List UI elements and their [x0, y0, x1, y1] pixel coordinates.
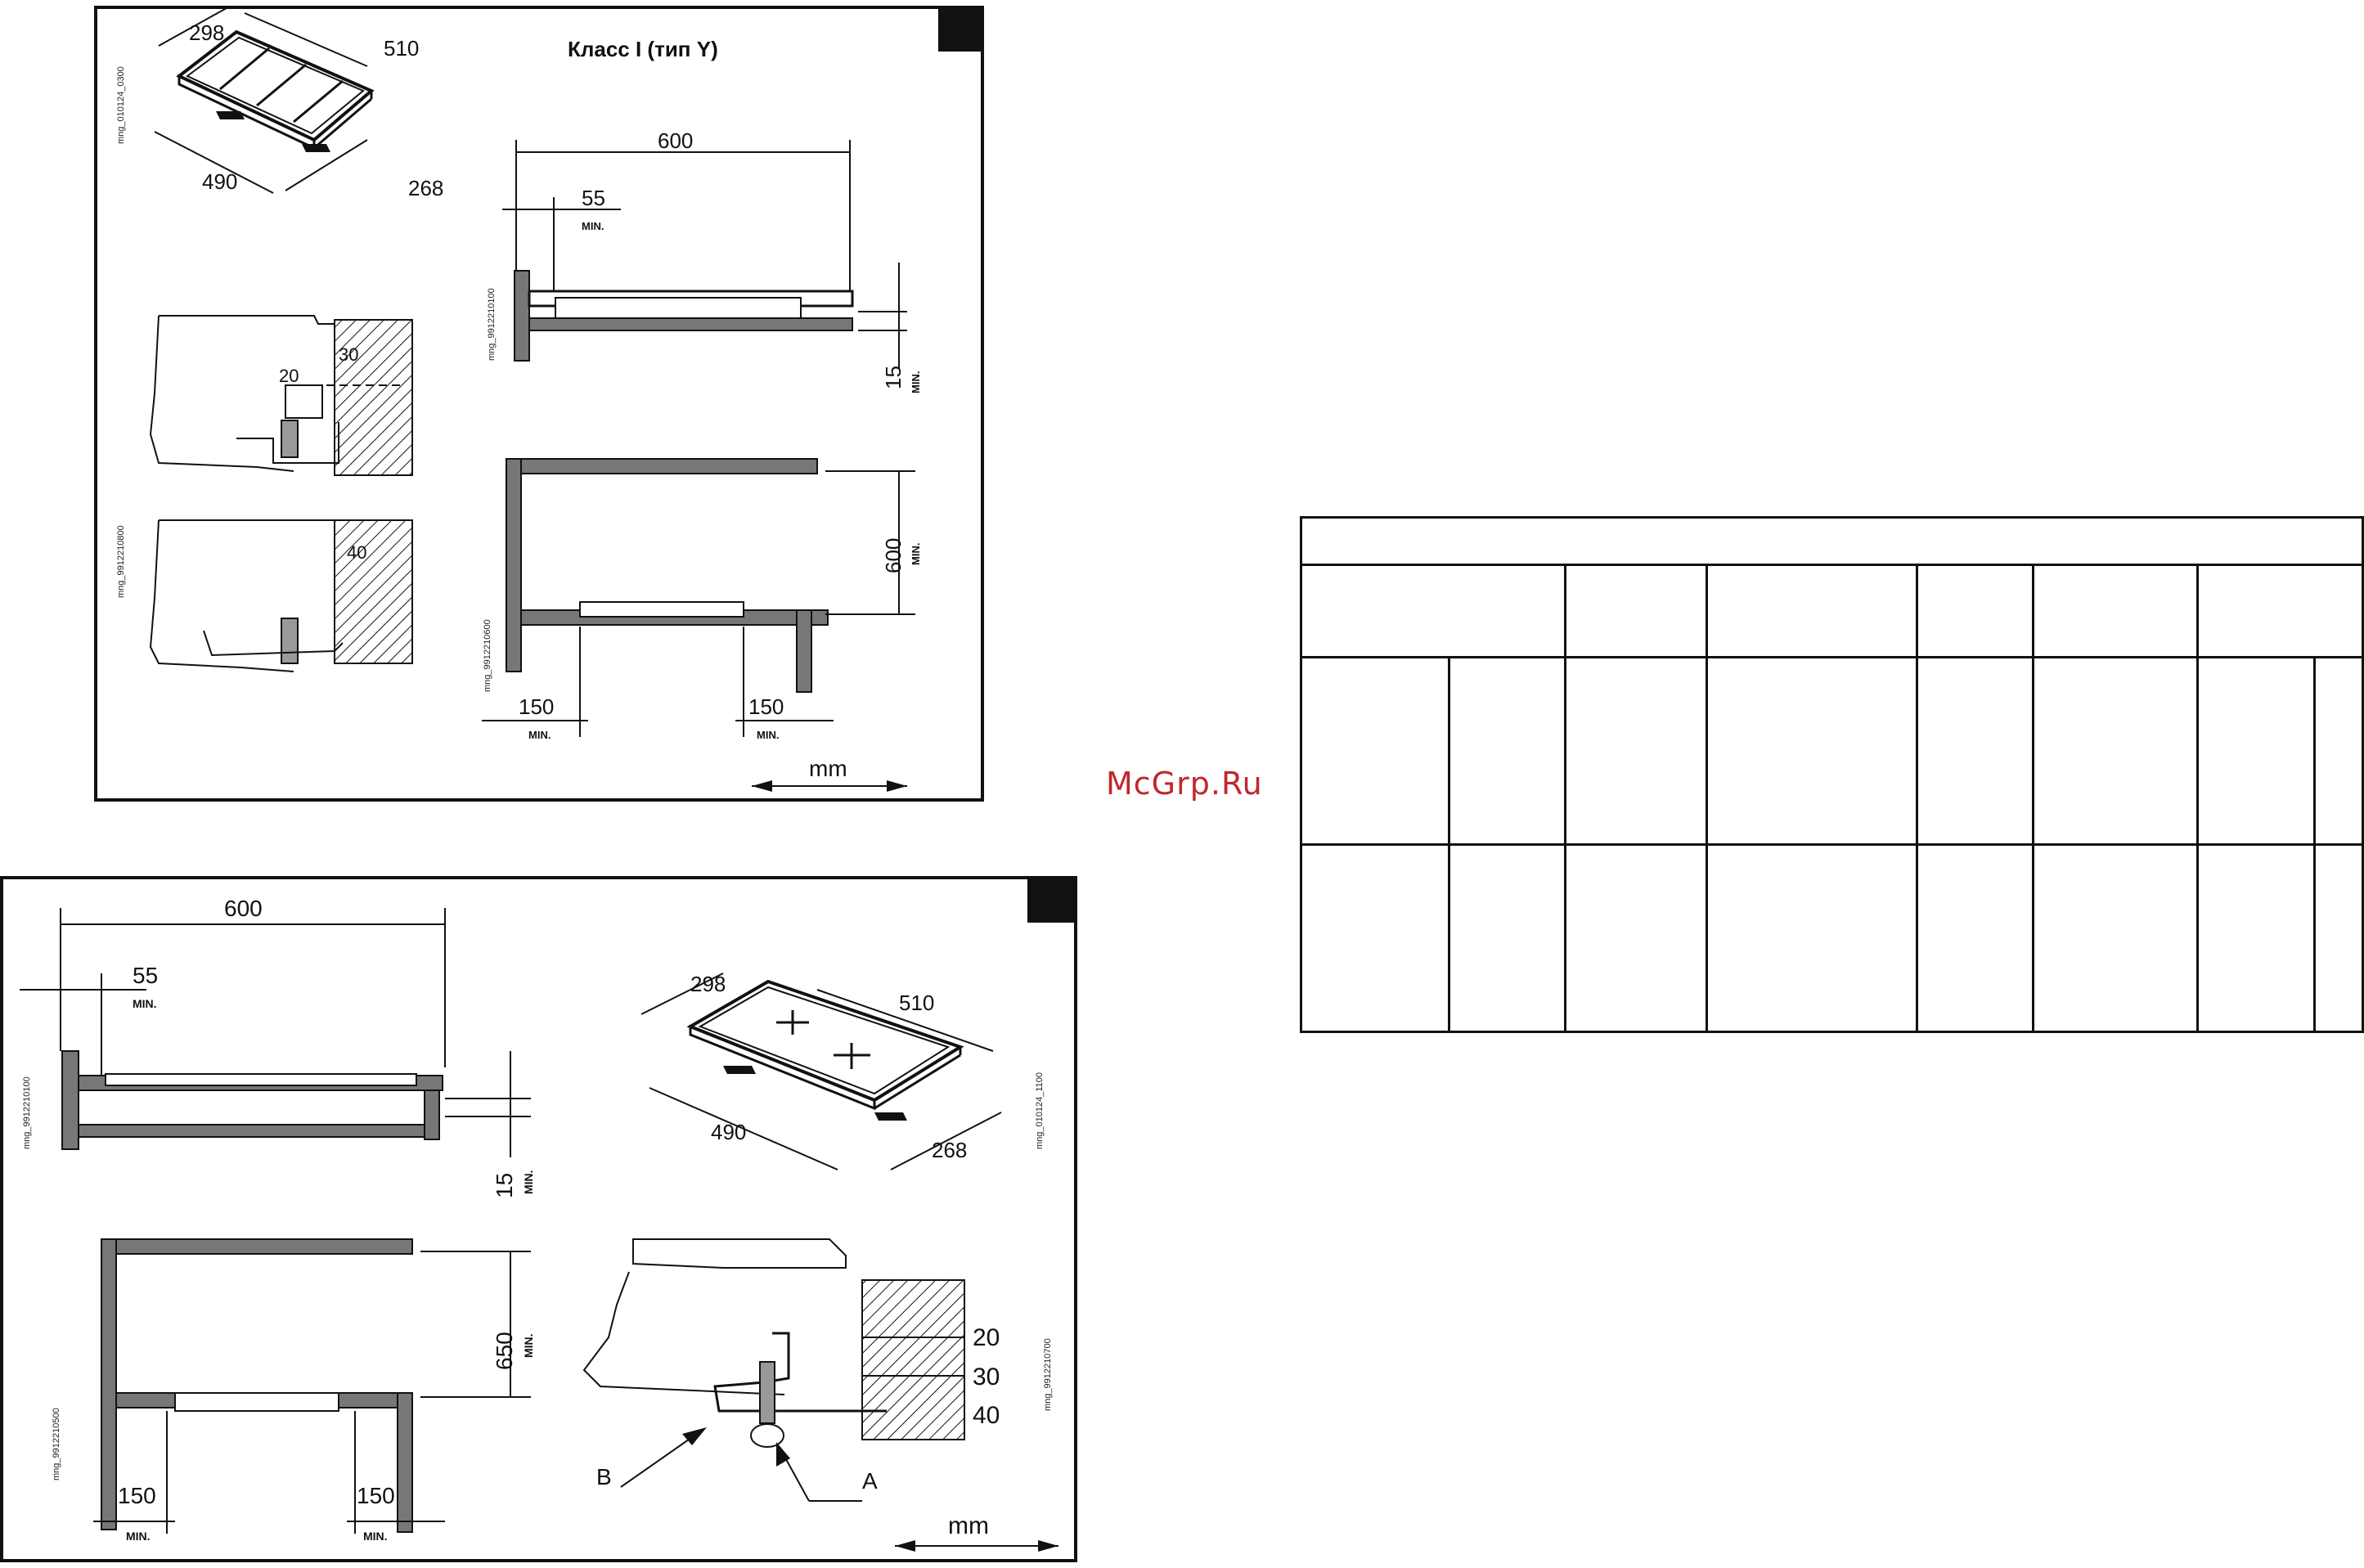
side-clearance-right-150: 150 — [357, 1483, 395, 1508]
table-cell — [1916, 843, 2034, 1033]
under-clearance-min: MIN. — [522, 1170, 535, 1194]
cutout-section: 600 55 MIN. 15 MIN. mng_9912210100 — [487, 128, 922, 393]
empty-data-table — [1300, 516, 2364, 1033]
top-diagram-svg: Класс I (тип Y) 298 510 490 268 mng_0101… — [116, 9, 922, 792]
hob-dim-268: 268 — [408, 176, 443, 200]
mounting-detail-upper: 30 20 — [149, 315, 413, 476]
drawing-code: mng_010124_1100 — [1035, 1072, 1045, 1149]
table-cell — [1300, 564, 1566, 658]
table-cell — [2196, 843, 2316, 1033]
panel-title: Класс I (тип Y) — [568, 37, 718, 61]
hob-dim-510: 510 — [384, 36, 419, 61]
corner-marker — [1027, 879, 1074, 923]
drawing-code: mng_9912210100 — [22, 1076, 32, 1149]
upper-clearance-650: 650 — [492, 1332, 517, 1370]
side-clearance-left-min: MIN. — [126, 1530, 151, 1543]
side-clearance-right-min: MIN. — [757, 729, 779, 741]
under-clearance-15: 15 — [881, 366, 906, 389]
table-cell — [2032, 843, 2199, 1033]
worktop-thickness-30: 30 — [973, 1364, 1000, 1391]
drawing-code: mng_9912210800 — [116, 525, 126, 598]
table-row — [1300, 564, 2364, 658]
hob-dim-490: 490 — [711, 1120, 746, 1144]
side-clearance-right-min: MIN. — [363, 1530, 388, 1543]
table-cell — [1448, 843, 1566, 1033]
callout-b: B — [596, 1464, 612, 1489]
table-cell — [2032, 656, 2199, 846]
table-cell — [1706, 564, 1918, 658]
wall-gap-55: 55 — [133, 963, 158, 988]
table-cell — [2313, 843, 2364, 1033]
drawing-code: mng_9912210500 — [52, 1408, 61, 1480]
table-cell — [2032, 564, 2199, 658]
table-cell — [1300, 843, 1450, 1033]
unit-indicator: mm — [895, 1512, 1058, 1552]
under-clearance-15: 15 — [492, 1173, 517, 1198]
drawing-code: mng_9912210100 — [487, 288, 497, 361]
drawing-code: mng_9912210600 — [483, 619, 492, 692]
table-cell — [2196, 656, 2316, 846]
side-clearance-right-150: 150 — [748, 694, 784, 719]
table-cell — [1448, 656, 1566, 846]
side-clearance-left-min: MIN. — [528, 729, 551, 741]
worktop-thickness-20: 20 — [973, 1324, 1000, 1351]
worktop-thickness-40: 40 — [973, 1402, 1000, 1429]
hob-isometric: 298 510 490 268 mng_010124_1100 — [640, 972, 1045, 1170]
table-header-cell — [1300, 516, 2364, 566]
cutout-width-600: 600 — [224, 896, 263, 921]
unit-label: mm — [948, 1512, 989, 1539]
table-row — [1300, 656, 2364, 846]
table-cell — [2313, 656, 2364, 846]
cabinet-clearance-section: 650 MIN. 150 MIN. 150 MIN. mng_991221050… — [52, 1238, 535, 1543]
callout-a: A — [862, 1468, 878, 1494]
side-clearance-left-150: 150 — [519, 694, 554, 719]
table-cell — [1916, 656, 2034, 846]
cabinet-clearance-section: 600 MIN. 150 MIN. 150 MIN. mng_991221060… — [482, 458, 922, 741]
under-clearance-min: MIN. — [910, 371, 922, 393]
side-clearance-left-150: 150 — [118, 1483, 156, 1508]
hob-dim-490: 490 — [202, 169, 237, 194]
corner-marker — [938, 9, 981, 52]
wall-gap-min: MIN. — [133, 997, 157, 1010]
table-cell — [2196, 564, 2364, 658]
detail-thickness-20: 20 — [279, 366, 299, 386]
table-cell — [1564, 843, 1708, 1033]
cutout-section: 600 55 MIN. 15 MIN. mng_9912210100 — [20, 896, 535, 1198]
table-cell — [1564, 656, 1708, 846]
detail-thickness-30: 30 — [339, 344, 358, 365]
installation-diagram-class-1: Класс I (тип Y) 298 510 490 268 mng_0101… — [94, 6, 984, 802]
installation-diagram-class-2: 600 55 MIN. 15 MIN. mng_9912210100 — [0, 876, 1077, 1562]
upper-clearance-min: MIN. — [910, 543, 922, 565]
drawing-code: mng_010124_0300 — [116, 66, 126, 144]
wall-gap-55: 55 — [582, 186, 605, 210]
upper-clearance-600: 600 — [881, 538, 906, 573]
table-cell — [1706, 843, 1918, 1033]
table-row — [1300, 843, 2364, 1033]
hob-isometric — [176, 29, 375, 152]
table-cell — [1706, 656, 1918, 846]
mounting-detail: 20 30 40 B A mng_9912210700 — [582, 1238, 1053, 1502]
hob-dim-510: 510 — [899, 991, 934, 1015]
table-cell — [1564, 564, 1708, 658]
watermark-text: McGrp.Ru — [1106, 766, 1263, 802]
hob-dim-298: 298 — [189, 20, 224, 45]
mounting-detail-lower: 40 mng_9912210800 — [116, 519, 413, 672]
detail-thickness-40: 40 — [347, 542, 366, 563]
unit-indicator: mm — [752, 756, 907, 792]
table-row — [1300, 516, 2364, 566]
cutout-width-600: 600 — [658, 128, 693, 153]
table-cell — [1300, 656, 1450, 846]
table-cell — [1916, 564, 2034, 658]
bottom-diagram-svg: 600 55 MIN. 15 MIN. mng_9912210100 — [20, 896, 1058, 1552]
hob-dim-298: 298 — [690, 972, 726, 996]
unit-label: mm — [809, 756, 847, 781]
wall-gap-min: MIN. — [582, 220, 604, 232]
hob-dim-268: 268 — [932, 1138, 967, 1162]
upper-clearance-min: MIN. — [522, 1333, 535, 1358]
drawing-code: mng_9912210700 — [1043, 1338, 1053, 1411]
table-grid — [1300, 516, 2364, 1033]
